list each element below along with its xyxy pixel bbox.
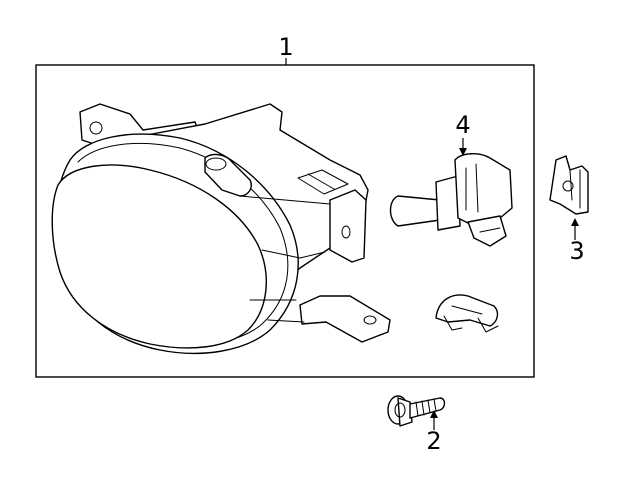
callout-2-arrowhead xyxy=(430,410,438,418)
callout-1-label[interactable]: 1 xyxy=(278,33,293,61)
screw[interactable] xyxy=(387,395,446,427)
callout-3-label[interactable]: 3 xyxy=(569,237,584,265)
bulb[interactable] xyxy=(389,153,513,247)
clip[interactable] xyxy=(549,155,589,215)
retaining-clip[interactable] xyxy=(435,294,499,333)
assembly-frame xyxy=(35,64,535,378)
callout-3-arrowhead xyxy=(571,218,579,226)
callout-4-arrowhead xyxy=(459,148,467,156)
callout-2-label[interactable]: 2 xyxy=(426,427,441,455)
callout-4-label[interactable]: 4 xyxy=(455,111,470,139)
fog-lamp-housing[interactable] xyxy=(51,103,391,355)
